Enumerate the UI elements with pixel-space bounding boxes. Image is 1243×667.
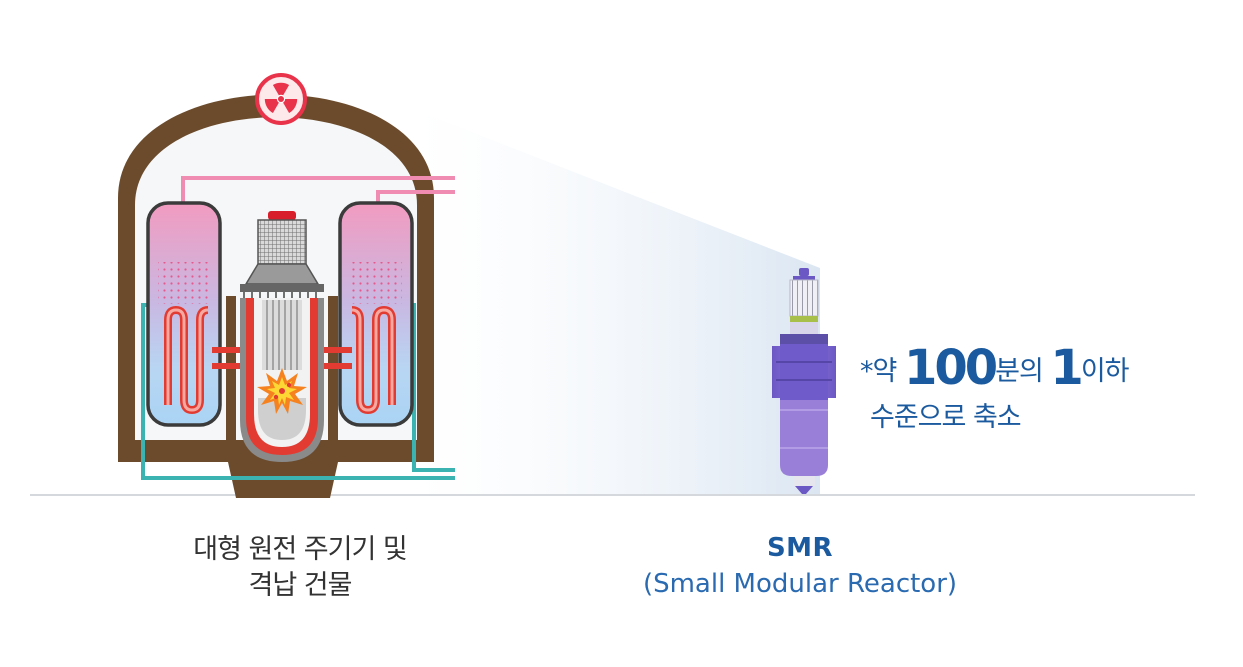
scale-projection-beam — [415, 110, 820, 494]
scale-reduction-note: *약 100분의 1이하 수준으로 축소 — [860, 340, 1129, 436]
large-reactor-caption: 대형 원전 주기기 및 격납 건물 — [90, 532, 510, 604]
note-line-1: *약 100분의 1이하 — [860, 340, 1129, 400]
radiation-icon — [255, 73, 307, 125]
smr-caption-subtitle: (Small Modular Reactor) — [642, 569, 958, 599]
large-reactor-caption-line-2: 격납 건물 — [248, 570, 353, 601]
note-prefix: *약 — [860, 356, 904, 387]
large-reactor-caption-line-1: 대형 원전 주기기 및 — [193, 534, 407, 565]
note-suffix: 이하 — [1080, 356, 1130, 387]
steam-generator-right — [338, 201, 414, 427]
smr-caption-title: SMR — [766, 533, 834, 563]
steam-generator-left — [146, 201, 222, 427]
core-explosion-icon — [257, 368, 307, 414]
note-line-2: 수준으로 축소 — [870, 402, 1022, 433]
smr-module — [772, 268, 836, 494]
smr-caption: SMR (Small Modular Reactor) — [540, 530, 1060, 602]
note-mid: 분의 — [995, 356, 1051, 387]
note-value-100: 100 — [903, 340, 998, 396]
note-value-1: 1 — [1050, 340, 1083, 396]
